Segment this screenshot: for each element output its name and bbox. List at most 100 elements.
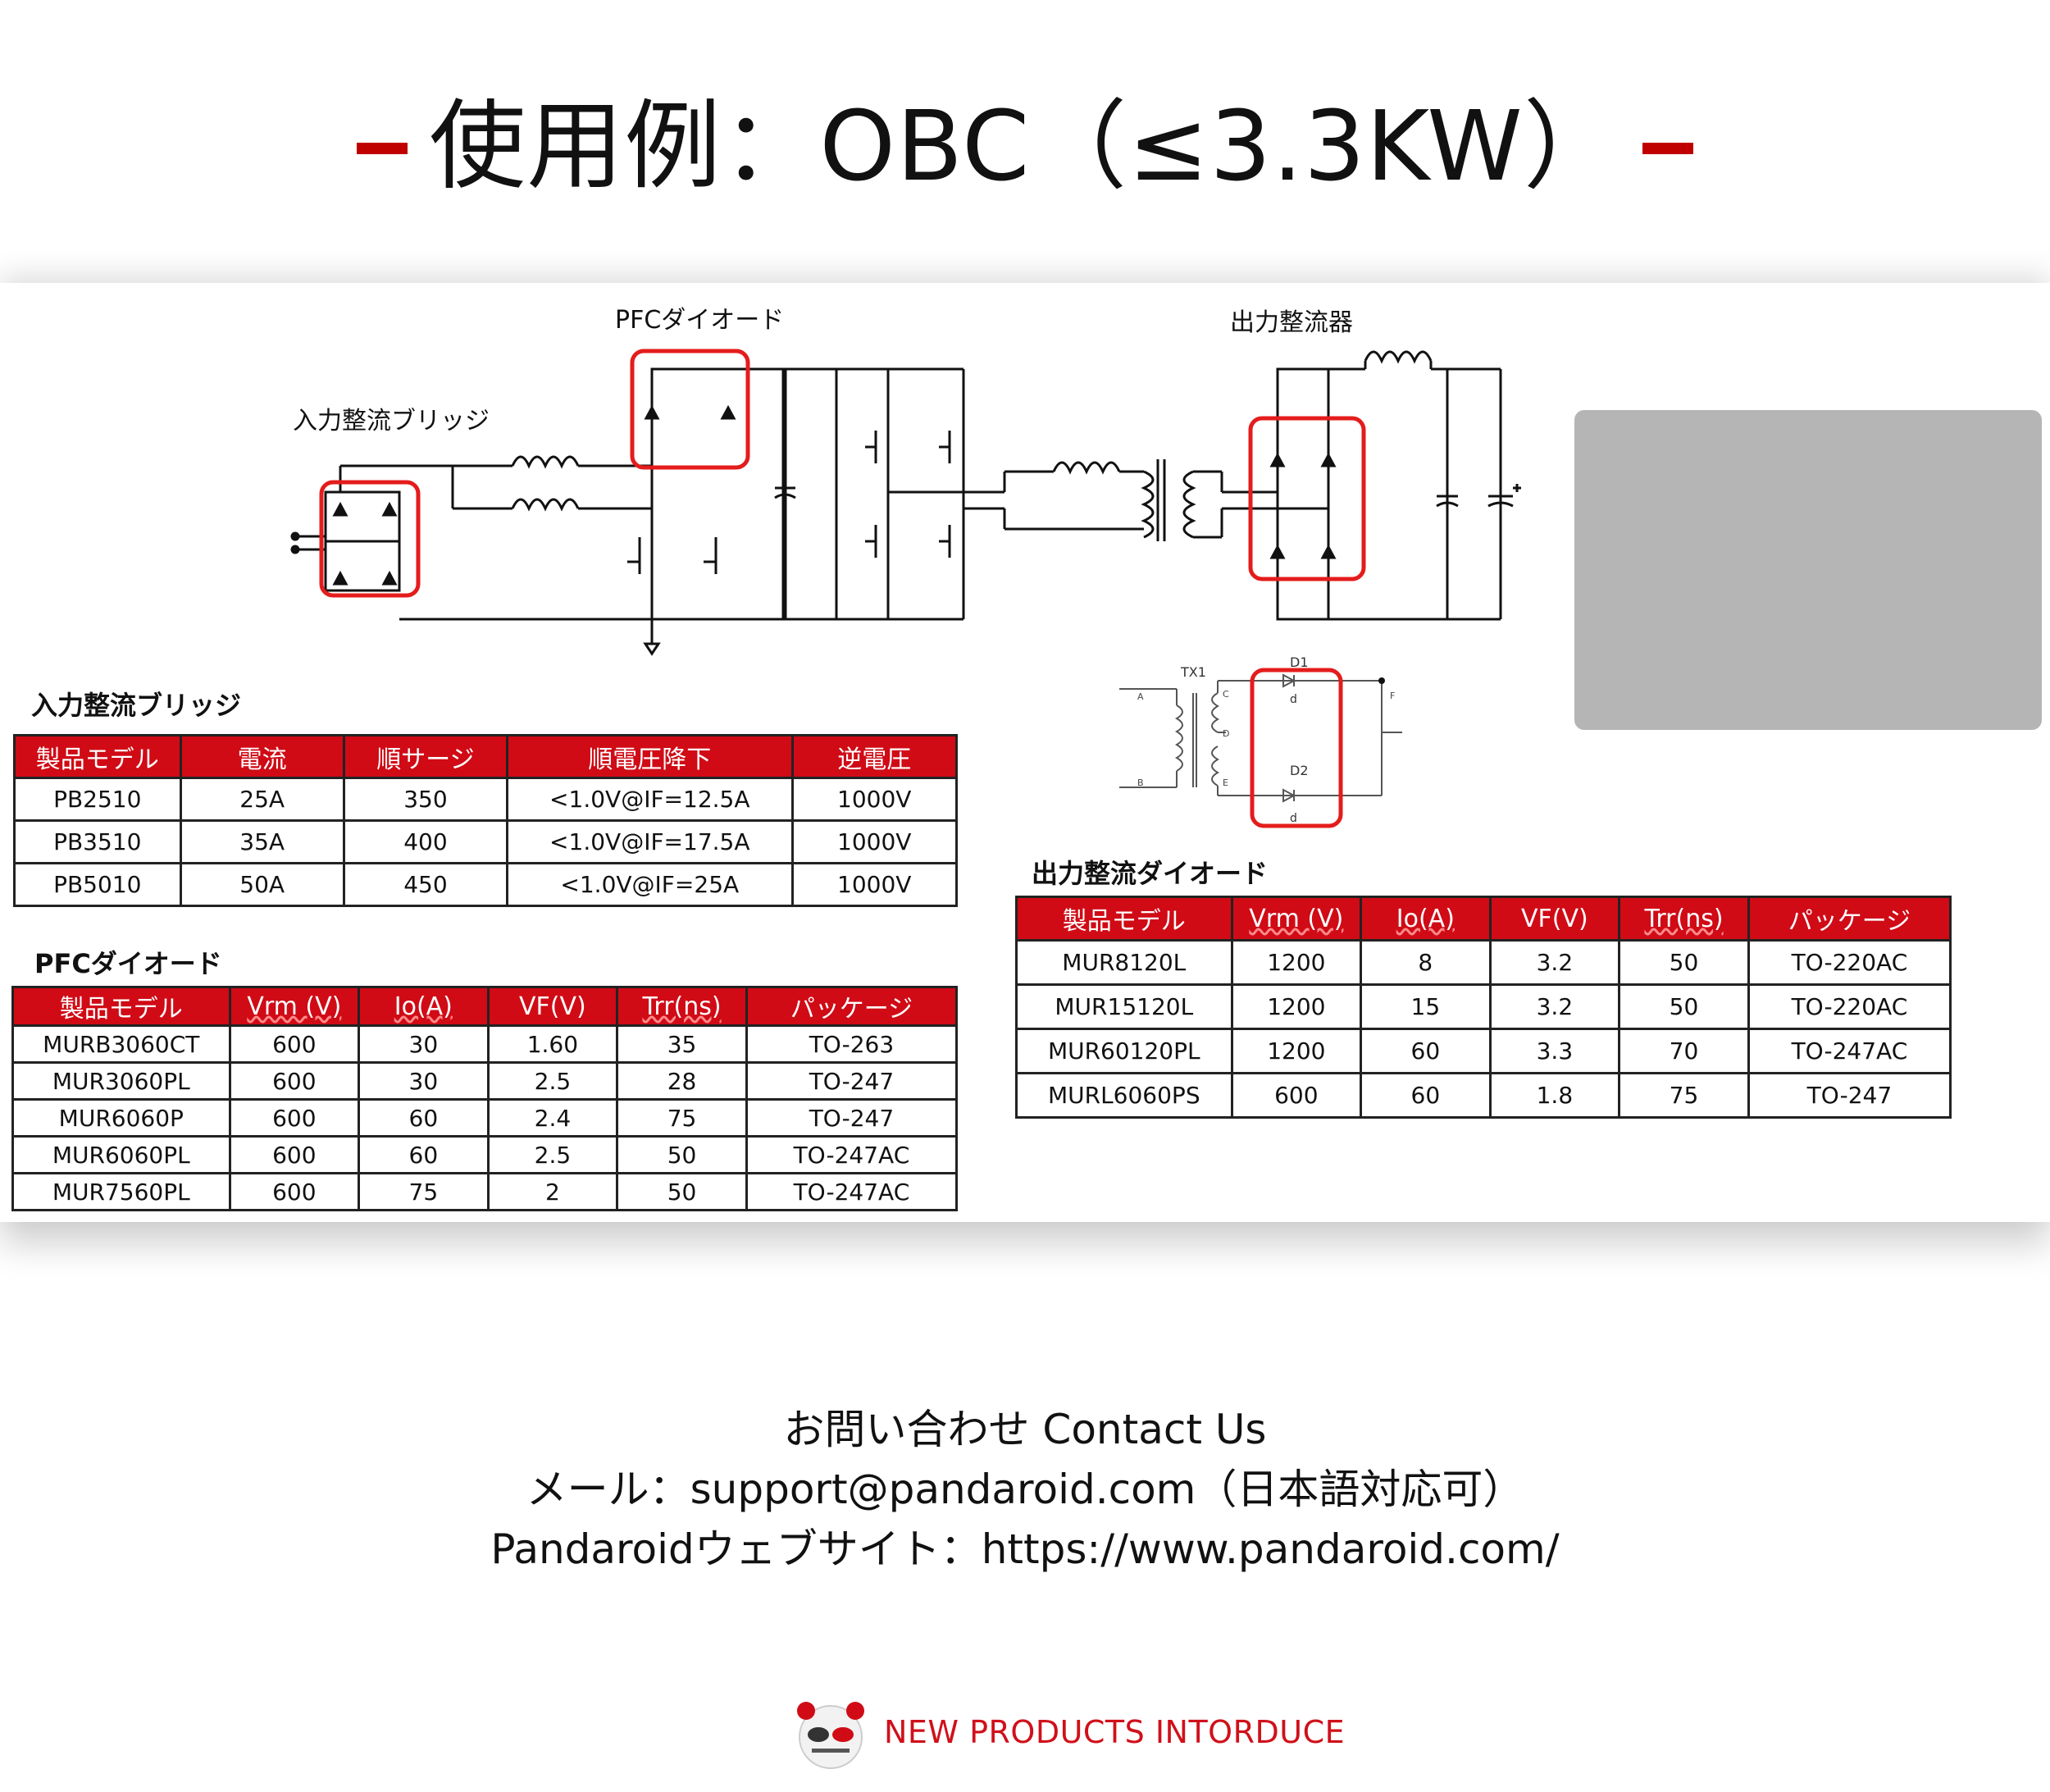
column-header: 逆電圧 — [790, 734, 959, 779]
bridge-table-heading: 入力整流ブリッジ — [31, 690, 242, 721]
table-cell: 1000V — [790, 777, 959, 822]
table-cell: <1.0V@IF=17.5A — [506, 819, 794, 864]
pfc-table-heading: PFCダイオード — [34, 948, 222, 979]
table-cell: PB2510 — [13, 777, 182, 822]
table-cell: PB5010 — [13, 862, 182, 907]
d1-sub-label: d — [1290, 693, 1297, 706]
table-cell: TO-247 — [745, 1061, 959, 1101]
table-cell: 1.60 — [486, 1024, 619, 1064]
column-header: VF(V) — [486, 986, 619, 1027]
title-text: 使用例：OBC（≤3.3KW） — [429, 89, 1621, 203]
table-cell: MUR15120L — [1015, 983, 1233, 1030]
table-cell: 1200 — [1230, 983, 1363, 1030]
column-header: Trr(ns) — [616, 986, 748, 1027]
column-header: 製品モデル — [11, 986, 231, 1027]
table-row: PB5010 50A 450 <1.0V@IF=25A 1000V — [13, 862, 959, 907]
table-cell: TO-263 — [745, 1024, 959, 1064]
table-cell: TO-247AC — [745, 1172, 959, 1211]
label-pfc-diode: PFCダイオード — [615, 306, 785, 335]
table-cell: 1.8 — [1488, 1072, 1621, 1119]
table-cell: 30 — [358, 1024, 490, 1064]
table-row: PB3510 35A 400 <1.0V@IF=17.5A 1000V — [13, 819, 959, 864]
table-row: MUR15120L 1200 15 3.2 50 TO-220AC — [1015, 983, 1952, 1030]
table-cell: 15 — [1360, 983, 1492, 1030]
table-cell: 75 — [616, 1098, 748, 1138]
table-row: MUR6060P 600 60 2.4 75 TO-247 — [11, 1098, 959, 1138]
table-row: MUR60120PL 1200 60 3.3 70 TO-247AC — [1015, 1028, 1952, 1074]
table-cell: 350 — [342, 777, 509, 822]
table-cell: 600 — [1230, 1072, 1363, 1119]
table-cell: 60 — [1360, 1028, 1492, 1074]
table-cell: 1200 — [1230, 1028, 1363, 1074]
column-header: パッケージ — [1747, 896, 1952, 942]
label-output-rectifier: 出力整流器 — [1230, 308, 1353, 337]
column-header: Io(A) — [1360, 896, 1492, 942]
table-cell: <1.0V@IF=25A — [506, 862, 794, 907]
table-row: MUR8120L 1200 8 3.2 50 TO-220AC — [1015, 939, 1952, 986]
table-cell: 50 — [616, 1135, 748, 1174]
title-left-dash — [357, 142, 408, 154]
table-cell: 2 — [486, 1172, 619, 1211]
table-row: MUR6060PL 600 60 2.5 50 TO-247AC — [11, 1135, 959, 1174]
table-cell: 75 — [1618, 1072, 1750, 1119]
table-row: PB2510 25A 350 <1.0V@IF=12.5A 1000V — [13, 777, 959, 822]
column-header: Trr(ns) — [1618, 896, 1750, 942]
table-cell: 450 — [342, 862, 509, 907]
table-cell: 30 — [358, 1061, 490, 1101]
table-cell: TO-247 — [1747, 1072, 1952, 1119]
pin-a-label: A — [1137, 691, 1144, 702]
bridge-spec-table: 製品モデル 電流 順サージ 順電圧降下 逆電圧 PB2510 25A 350 <… — [13, 734, 959, 907]
column-header: VF(V) — [1488, 896, 1621, 942]
column-header: 製品モデル — [1015, 896, 1233, 942]
table-cell: 600 — [228, 1172, 361, 1211]
table-cell: 2.4 — [486, 1098, 619, 1138]
table-header-row: 製品モデル 電流 順サージ 順電圧降下 逆電圧 — [13, 734, 959, 779]
table-cell: MUR6060PL — [11, 1135, 231, 1174]
table-cell: 600 — [228, 1061, 361, 1101]
table-cell: 60 — [1360, 1072, 1492, 1119]
column-header: Io(A) — [358, 986, 490, 1027]
table-cell: 2.5 — [486, 1061, 619, 1101]
obc-circuit-diagram — [290, 349, 1521, 656]
table-row: MURL6060PS 600 60 1.8 75 TO-247 — [1015, 1072, 1952, 1119]
table-header-row: 製品モデル Vrm (V) Io(A) VF(V) Trr(ns) パッケージ — [11, 986, 959, 1027]
table-row: MUR3060PL 600 30 2.5 28 TO-247 — [11, 1061, 959, 1101]
table-header-row: 製品モデル Vrm (V) Io(A) VF(V) Trr(ns) パッケージ — [1015, 896, 1952, 942]
table-cell: 35 — [616, 1024, 748, 1064]
panda-logo-icon — [797, 1702, 864, 1769]
pfc-spec-table: 製品モデル Vrm (V) Io(A) VF(V) Trr(ns) パッケージ … — [11, 986, 959, 1211]
table-row: MURB3060CT 600 30 1.60 35 TO-263 — [11, 1024, 959, 1064]
table-row: MUR7560PL 600 75 2 50 TO-247AC — [11, 1172, 959, 1211]
output-table-heading: 出力整流ダイオード — [1032, 858, 1269, 889]
table-cell: 3.2 — [1488, 939, 1621, 986]
table-cell: MUR6060P — [11, 1098, 231, 1138]
table-cell: 50A — [179, 862, 345, 907]
title-right-dash — [1642, 142, 1693, 154]
contact-email[interactable]: メール：support@pandaroid.com（日本語対応可） — [526, 1466, 1524, 1513]
column-header: 電流 — [179, 734, 345, 779]
pin-d-label: D — [1223, 728, 1229, 739]
d1-label: D1 — [1290, 654, 1309, 670]
contact-website[interactable]: Pandaroidウェブサイト：https://www.pandaroid.co… — [490, 1525, 1560, 1573]
table-cell: 60 — [358, 1098, 490, 1138]
pin-f-label: F — [1390, 691, 1395, 701]
pin-e-label: E — [1223, 777, 1228, 788]
output-spec-table: 製品モデル Vrm (V) Io(A) VF(V) Trr(ns) パッケージ … — [1015, 896, 1952, 1119]
table-cell: PB3510 — [13, 819, 182, 864]
table-cell: MUR8120L — [1015, 939, 1233, 986]
table-cell: 8 — [1360, 939, 1492, 986]
table-cell: 3.3 — [1488, 1028, 1621, 1074]
output-rectifier-schematic: TX1 D1 D2 A B C D E F d d — [1119, 654, 1402, 828]
column-header: Vrm (V) — [1230, 896, 1363, 942]
table-cell: 28 — [616, 1061, 748, 1101]
table-cell: TO-220AC — [1747, 939, 1952, 986]
table-cell: MUR7560PL — [11, 1172, 231, 1211]
table-cell: MUR3060PL — [11, 1061, 231, 1101]
table-cell: 50 — [1618, 983, 1750, 1030]
table-cell: 1000V — [790, 862, 959, 907]
table-cell: TO-220AC — [1747, 983, 1952, 1030]
table-cell: 600 — [228, 1098, 361, 1138]
table-cell: 1200 — [1230, 939, 1363, 986]
table-cell: 75 — [358, 1172, 490, 1211]
column-header: 順サージ — [342, 734, 509, 779]
